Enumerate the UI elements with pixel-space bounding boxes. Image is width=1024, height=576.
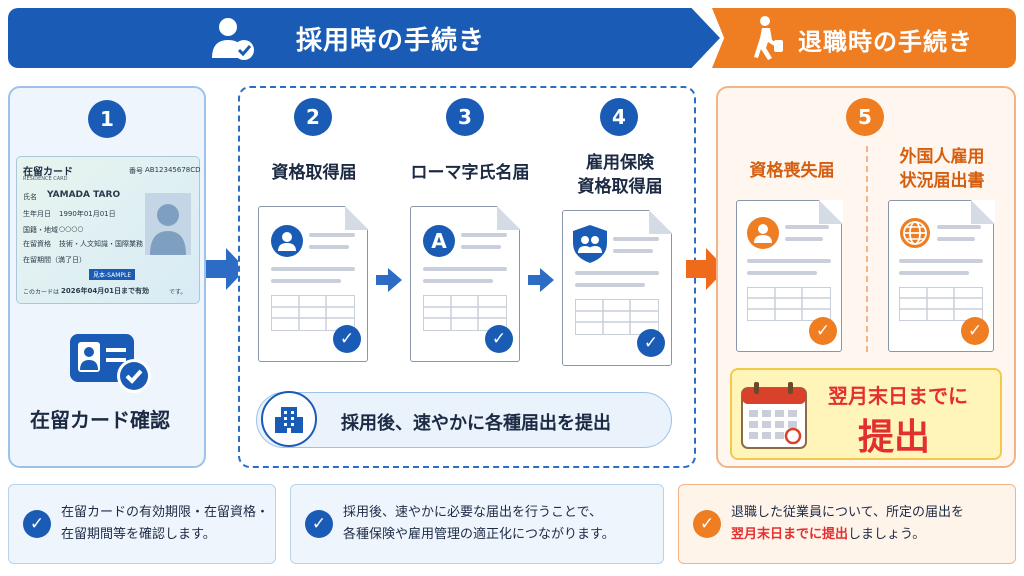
card-number-label: 番号 [129, 167, 143, 175]
step3-title: ローマ字氏名届 [410, 163, 530, 183]
note3-line1: 退職した従業員について、所定の届出を [731, 505, 964, 520]
check-icon: ✓ [485, 325, 513, 353]
card-title: 在留カード [23, 167, 73, 178]
step3-document: A ✓ [410, 206, 521, 362]
note-step1: ✓ 在留カードの有効期限・在留資格・ 在留期間等を確認します。 [8, 484, 276, 564]
step5-doc2-title-line1: 外国人雇用 [899, 147, 985, 167]
hire-banner [8, 8, 720, 68]
letter-a-icon: A [423, 225, 455, 257]
step1-number: 1 [88, 100, 126, 138]
step4-title-line2: 資格取得届 [577, 177, 663, 197]
note1-line1: 在留カードの有効期限・在留資格・ [61, 505, 270, 520]
card-name-label: 氏名 [23, 193, 37, 201]
building-icon [261, 391, 317, 447]
shield-people-icon [573, 225, 607, 267]
residence-card: 在留カード RESIDENCE CARD 番号 AB12345678CD 氏名 … [16, 156, 201, 304]
step4-document: ✓ [562, 210, 673, 366]
person-icon [271, 225, 303, 261]
note-retire: ✓ 退職した従業員について、所定の届出を 翌月末日までに提出しましょう。 [678, 484, 1016, 564]
person-check-icon [208, 14, 258, 62]
step5-doc1-title: 資格喪失届 [749, 161, 835, 181]
step1-label: 在留カード確認 [30, 408, 170, 432]
card-expiry-suffix: です。 [169, 289, 187, 296]
step5-number: 5 [846, 98, 884, 136]
note3-suffix: しましょう。 [848, 527, 926, 542]
deadline-line1: 翌月末日までに [828, 384, 968, 408]
note2-line2: 各種保険や雇用管理の適正化につながります。 [343, 527, 615, 542]
step4-number: 4 [600, 98, 638, 136]
arrow-right-icon [528, 266, 554, 298]
card-name-value: YAMADA TARO [47, 190, 121, 200]
hire-footer: 採用後、速やかに各種届出を提出 [256, 391, 672, 448]
card-nationality-label: 国籍・地域 [23, 226, 58, 234]
step4-title-line1: 雇用保険 [586, 153, 654, 173]
person-icon [747, 217, 779, 253]
note1-line2: 在留期間等を確認します。 [61, 527, 216, 542]
step2-document: ✓ [258, 206, 369, 362]
id-card-check-icon [68, 330, 154, 396]
card-nationality-value: ○○○○ [59, 225, 84, 233]
check-icon: ✓ [961, 317, 989, 345]
retire-title: 退職時の手続き [798, 28, 973, 56]
arrow-right-icon [376, 266, 402, 298]
card-status-value: 技術・人文知識・国際業務 [59, 240, 143, 248]
card-period-label: 在留期間（満了日） [23, 256, 86, 264]
note3-highlight: 翌月末日までに提出 [731, 527, 849, 542]
arrow-right-icon [206, 244, 246, 294]
card-photo [145, 193, 191, 255]
step5-doc1: ✓ [736, 200, 843, 352]
step3-number: 3 [446, 98, 484, 136]
check-icon: ✓ [333, 325, 361, 353]
hire-title: 採用時の手続き [296, 26, 486, 56]
check-icon: ✓ [637, 329, 665, 357]
card-subtitle: RESIDENCE CARD [23, 176, 68, 182]
check-icon: ✓ [693, 510, 721, 538]
note2-line1: 採用後、速やかに必要な届出を行うことで、 [343, 505, 603, 520]
deadline-line2: 提出 [858, 417, 931, 458]
step5-doc2-title-line2: 状況届出書 [899, 171, 985, 191]
check-icon: ✓ [809, 317, 837, 345]
step2-title: 資格取得届 [271, 163, 357, 183]
walking-person-icon [748, 14, 788, 62]
sample-badge: 見本-SAMPLE [89, 269, 136, 280]
hire-footer-text: 採用後、速やかに各種届出を提出 [341, 413, 611, 434]
divider [866, 146, 868, 352]
step2-number: 2 [294, 98, 332, 136]
card-status-label: 在留資格 [23, 240, 51, 248]
card-dob-label: 生年月日 [23, 210, 51, 218]
globe-icon [899, 217, 931, 253]
card-expiry-prefix: このカードは [23, 289, 60, 296]
check-icon: ✓ [23, 510, 51, 538]
note-hire: ✓ 採用後、速やかに必要な届出を行うことで、 各種保険や雇用管理の適正化につなが… [290, 484, 664, 564]
card-expiry-value: 2026年04月01日まで有効 [61, 287, 149, 295]
card-number-value: AB12345678CD [145, 166, 201, 174]
step5-doc2: ✓ [888, 200, 995, 352]
check-icon: ✓ [305, 510, 333, 538]
calendar-icon [740, 380, 808, 454]
deadline-box: 翌月末日までに 提出 [730, 368, 1002, 460]
card-dob-value: 1990年01月01日 [59, 210, 116, 218]
